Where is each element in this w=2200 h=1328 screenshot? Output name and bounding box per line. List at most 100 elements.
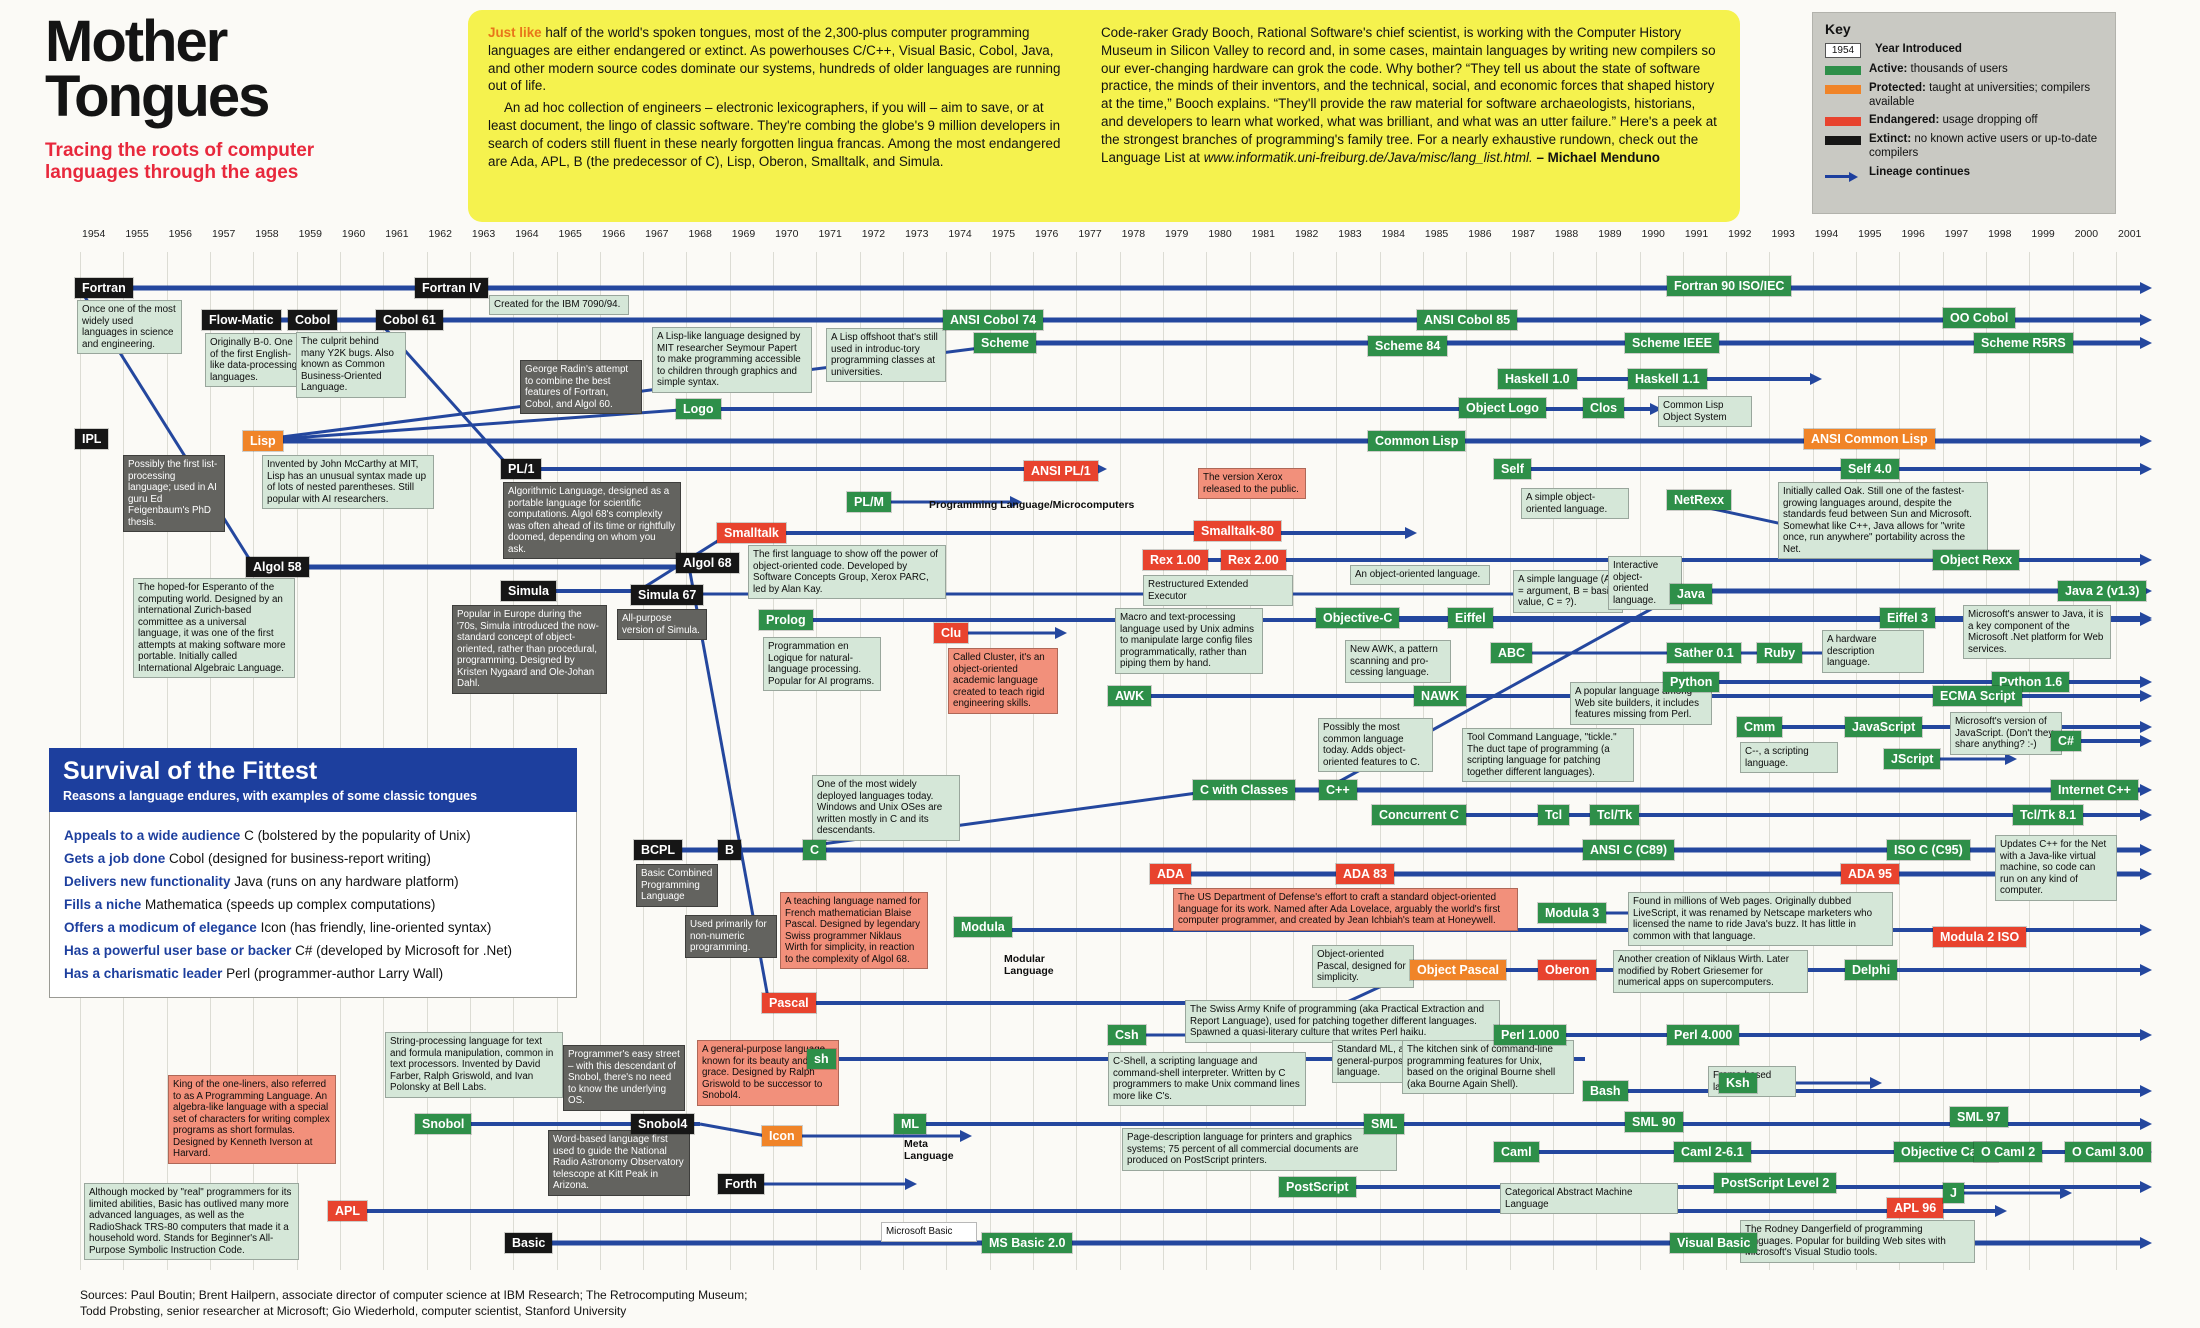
note-called-cluster-it-s-an-ob: Called Cluster, it's an object-oriented …: [948, 648, 1058, 714]
lang-concurrent-c: Concurrent C: [1372, 805, 1466, 825]
year-label: 1994: [1814, 228, 1839, 240]
year-label: 1962: [428, 228, 452, 240]
intro-right-column: Code-raker Grady Booch, Rational Softwar…: [1101, 24, 1720, 208]
lang-c: C: [803, 840, 827, 860]
note-modular-language: Modular Language: [1004, 953, 1054, 978]
year-gridline: [1206, 252, 1208, 1270]
year-gridline: [1856, 252, 1858, 1270]
lang-tcl-tk: Tcl/Tk: [1590, 805, 1640, 825]
year-label: 1985: [1424, 228, 1449, 240]
note-c-shell-a-scripting-langu: C-Shell, a scripting language and comman…: [1108, 1052, 1306, 1107]
note-found-in-millions-of-web-p: Found in millions of Web pages. Original…: [1628, 892, 1893, 947]
lang-perl-4-000: Perl 4.000: [1667, 1025, 1740, 1045]
sources-line-1: Sources: Paul Boutin; Brent Hailpern, as…: [80, 1288, 748, 1302]
survival-item: Appeals to a wide audience C (bolstered …: [64, 828, 471, 843]
key-item: Active: thousands of users: [1825, 63, 2103, 77]
note-a-teaching-language-named: A teaching language named for French mat…: [780, 892, 928, 970]
year-label: 1957: [211, 228, 236, 240]
note-although-mocked-by-real: Although mocked by "real" programmers fo…: [84, 1183, 299, 1261]
year-label: 1979: [1165, 228, 1189, 240]
lang-delphi: Delphi: [1845, 960, 1898, 980]
note-microsoft-basic: Microsoft Basic: [881, 1222, 977, 1242]
lang-b: B: [718, 840, 742, 860]
year-label: 1967: [645, 228, 669, 240]
note-meta-language: Meta Language: [904, 1138, 954, 1163]
intro-author: – Michael Menduno: [1536, 149, 1660, 165]
key-item-label: Lineage continues: [1869, 165, 1970, 178]
year-gridline: [1163, 252, 1164, 1270]
lang-oberon: Oberon: [1538, 960, 1597, 980]
lang-pascal: Pascal: [762, 993, 816, 1013]
year-gridline: [946, 252, 948, 1270]
year-label: 1955: [125, 228, 149, 240]
lang-csh: Csh: [1108, 1025, 1146, 1045]
lang-caml: Caml: [1494, 1142, 1539, 1162]
year-label: 1993: [1771, 228, 1795, 240]
lang-perl-1-000: Perl 1.000: [1494, 1025, 1567, 1045]
year-label: 1988: [1554, 228, 1579, 240]
lang-awk: AWK: [1108, 686, 1152, 706]
lang-scheme-r5rs: Scheme R5RS: [1974, 333, 2073, 353]
lang-eiffel-3: Eiffel 3: [1880, 608, 1935, 628]
lang-scheme-ieee: Scheme IEEE: [1625, 333, 1719, 353]
lang-clos: Clos: [1583, 398, 1625, 418]
lang-common-lisp: Common Lisp: [1368, 431, 1466, 451]
year-label: 1963: [471, 228, 496, 240]
lang-postscript: PostScript: [1279, 1177, 1356, 1197]
year-gridline: [2116, 252, 2118, 1270]
lineage-arrow-icon: [1825, 168, 1861, 186]
lang-snobol4: Snobol4: [631, 1114, 695, 1134]
survival-title: Survival of the Fittest: [63, 757, 318, 785]
year-label: 1954: [82, 228, 106, 240]
lang-fortran: Fortran: [75, 278, 133, 298]
lang-bash: Bash: [1583, 1081, 1628, 1101]
intro-paragraph-1: Just like half of the world's spoken ton…: [488, 24, 1073, 95]
lang-simula-67: Simula 67: [631, 585, 704, 605]
status-swatch: [1825, 117, 1861, 127]
note-used-primarily-for-non-num: Used primarily for non-numeric programmi…: [685, 915, 777, 958]
lang-c-with-classes: C with Classes: [1193, 780, 1296, 800]
note-the-swiss-army-knife-of-pr: The Swiss Army Knife of programming (aka…: [1185, 1000, 1500, 1043]
note-another-creation-of-niklau: Another creation of Niklaus Wirth. Later…: [1613, 950, 1808, 993]
note-one-of-the-most-widely-dep: One of the most widely deployed language…: [812, 775, 960, 841]
intro-lead: Just like: [488, 25, 542, 40]
year-label: 1991: [1684, 228, 1709, 240]
year-label: 1972: [861, 228, 886, 240]
survival-item: Delivers new functionality Java (runs on…: [64, 874, 459, 889]
status-swatch: [1825, 84, 1861, 94]
note-programming-language-micro: Programming Language/Microcomputers: [929, 499, 1135, 511]
year-label: 1995: [1858, 228, 1882, 240]
lang-snobol: Snobol: [415, 1114, 472, 1134]
lang-scheme: Scheme: [974, 333, 1036, 353]
note-tool-command-language-ti: Tool Command Language, "tickle." The duc…: [1462, 728, 1634, 783]
lang-sh: sh: [807, 1049, 836, 1069]
survival-item: Fills a niche Mathematica (speeds up com…: [64, 897, 436, 912]
year-label: 1961: [385, 228, 409, 240]
year-label: 1999: [2031, 228, 2055, 240]
lang-scheme-84: Scheme 84: [1368, 336, 1448, 356]
survival-item: Gets a job done Cobol (designed for busi…: [64, 851, 431, 866]
year-gridline: [773, 252, 775, 1270]
key-item: Endangered: usage dropping off: [1825, 114, 2103, 128]
lang-ml: ML: [894, 1114, 927, 1134]
status-swatch: [1825, 136, 1861, 146]
lang-clu: Clu: [934, 623, 969, 643]
lang-pl-1: PL/1: [501, 459, 542, 479]
lang-fortran-90-iso-iec: Fortran 90 ISO/IEC: [1667, 276, 1792, 296]
note-invented-by-john-mccarthy: Invented by John McCarthy at MIT, Lisp h…: [262, 455, 434, 510]
intro-paragraph-3-text: Code-raker Grady Booch, Rational Softwar…: [1101, 25, 1717, 165]
lang-smalltalk-80: Smalltalk-80: [1194, 521, 1281, 541]
lang-pl-m: PL/M: [847, 492, 891, 512]
year-gridline: [816, 252, 818, 1270]
year-label: 1989: [1598, 228, 1622, 240]
year-gridline: [1682, 252, 1684, 1270]
lang-sml: SML: [1364, 1114, 1405, 1134]
lang-jscript: JScript: [1884, 749, 1941, 769]
year-label: 1969: [731, 228, 756, 240]
note-the-rodney-dangerfield-of: The Rodney Dangerfield of programming la…: [1740, 1220, 1975, 1263]
year-label: 2001: [2118, 228, 2142, 240]
year-label: 1997: [1944, 228, 1969, 240]
year-gridline: [643, 252, 645, 1270]
year-label: 1990: [1641, 228, 1665, 240]
